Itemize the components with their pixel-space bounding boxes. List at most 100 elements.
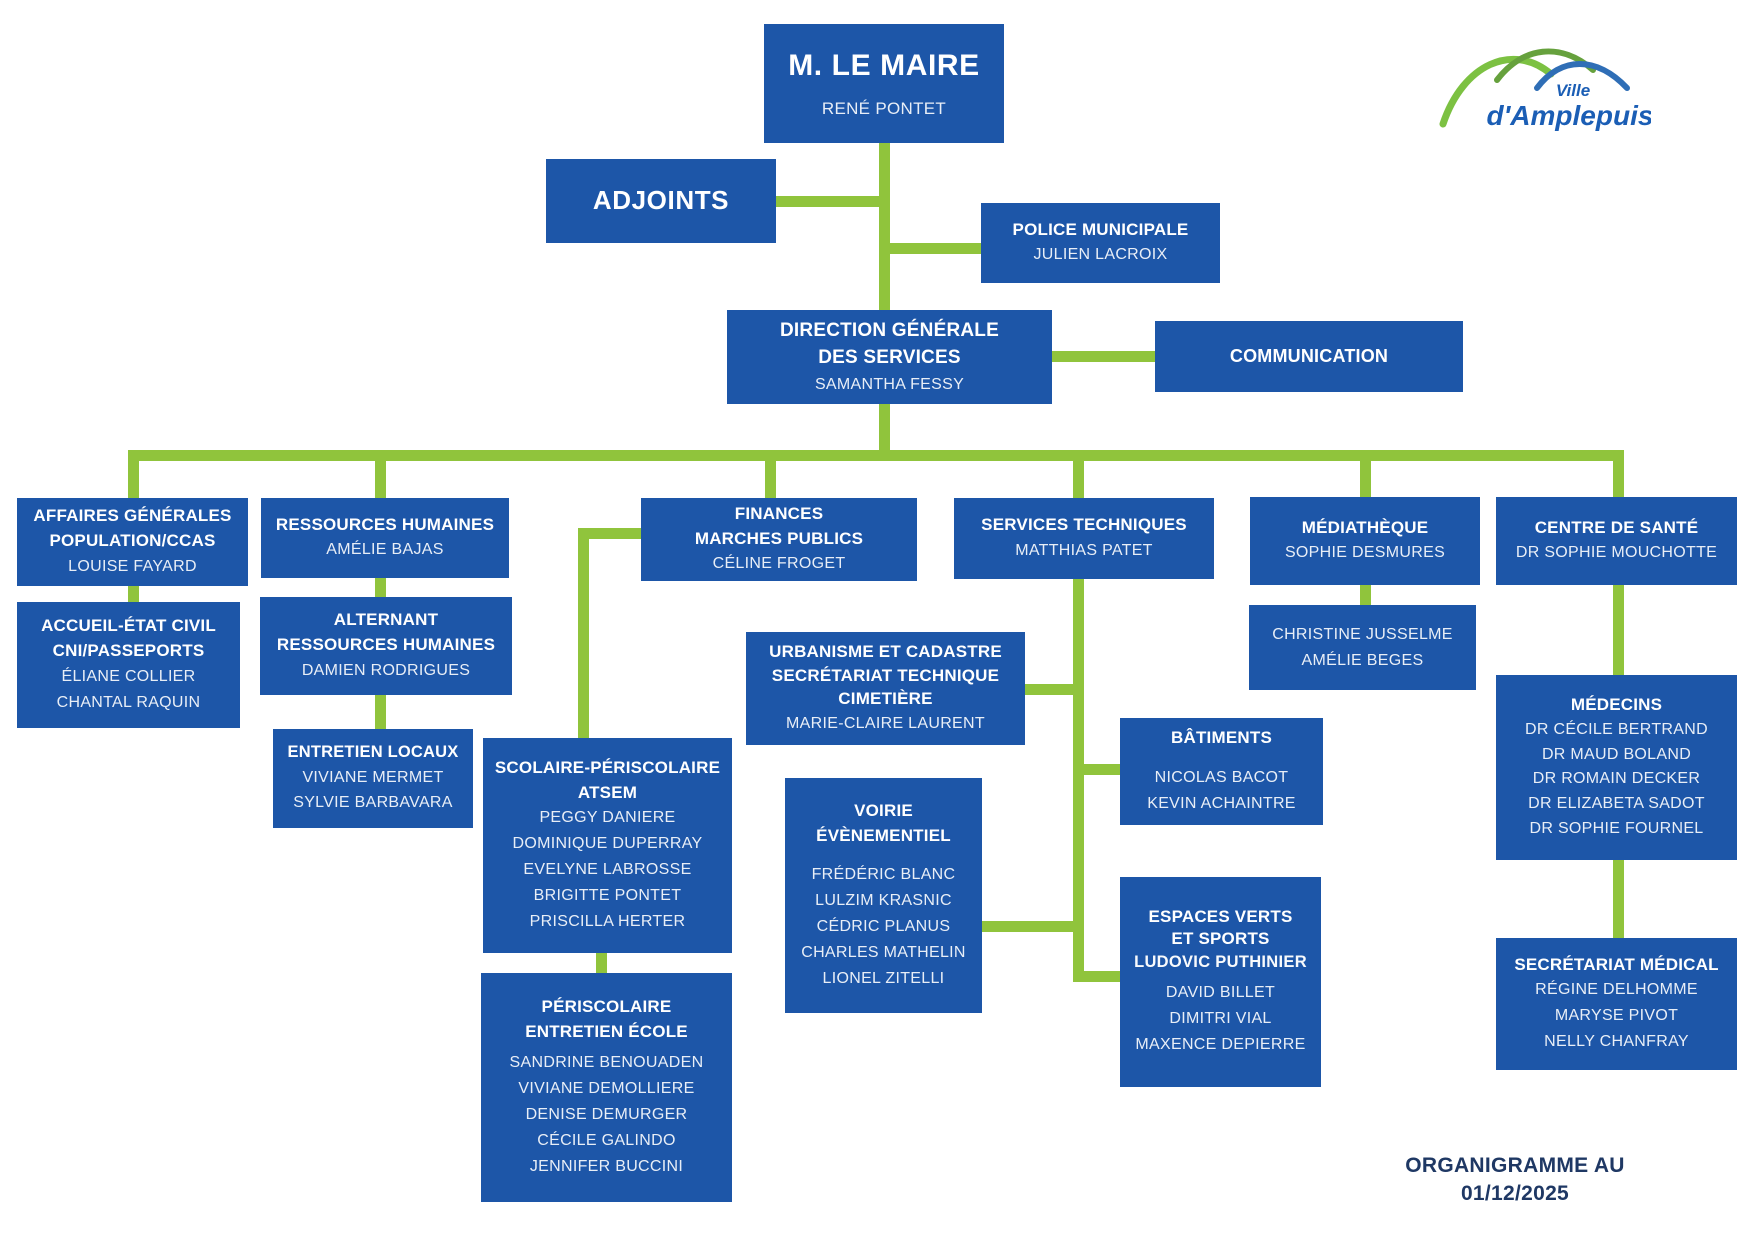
box-heading: MÉDIATHÈQUE	[1301, 517, 1429, 537]
connector-line	[982, 921, 1073, 932]
box-heading: CENTRE DE SANTÉ	[1534, 517, 1699, 537]
logo-text-ville: Ville	[1556, 81, 1590, 100]
connector-line	[776, 196, 879, 207]
connector-line	[879, 404, 890, 450]
city-logo: Ville d'Amplepuis	[1437, 30, 1653, 134]
connector-line	[578, 528, 589, 738]
org-date-label: ORGANIGRAMME AU 01/12/2025	[1375, 1152, 1655, 1209]
connector-line	[1613, 585, 1624, 675]
box-heading: ENTRETIEN LOCAUX	[287, 742, 459, 761]
logo-text-amplepuis: d'Amplepuis	[1487, 100, 1651, 131]
org-box-adjoints: ADJOINTS	[546, 159, 776, 243]
box-names: MARIE-CLAIRE LAURENT	[786, 715, 985, 733]
connector-line	[1360, 585, 1371, 605]
box-names: LOUISE FAYARD	[68, 557, 197, 575]
box-heading: COMMUNICATION	[1229, 346, 1389, 367]
connector-line	[1084, 764, 1120, 775]
connector-line	[375, 578, 386, 597]
connector-line	[1613, 461, 1624, 497]
box-names: JULIEN LACROIX	[1033, 246, 1168, 264]
connector-line	[128, 586, 139, 602]
org-box-services-techniques: SERVICES TECHNIQUES MATTHIAS PATET	[954, 498, 1214, 579]
org-date-line1: ORGANIGRAMME AU	[1405, 1154, 1625, 1177]
connector-line	[375, 695, 386, 729]
box-heading: RESSOURCES HUMAINES	[275, 514, 495, 534]
org-box-centre-de-sante: CENTRE DE SANTÉ DR SOPHIE MOUCHOTTE	[1496, 497, 1737, 585]
org-box-mediatheque: MÉDIATHÈQUE SOPHIE DESMURES	[1250, 497, 1480, 585]
connector-line	[128, 461, 139, 498]
connector-line	[578, 528, 641, 539]
box-names: RENÉ PONTET	[821, 99, 947, 119]
org-box-mayor: M. LE MAIRE RENÉ PONTET	[764, 24, 1004, 143]
box-names: SOPHIE DESMURES	[1284, 544, 1446, 562]
box-lead-name: LUDOVIC PUTHINIER	[1134, 952, 1307, 971]
box-names: SAMANTHA FESSY	[814, 375, 965, 393]
box-heading: POLICE MUNICIPALE	[1012, 219, 1189, 239]
connector-line	[879, 143, 890, 310]
box-names: DR SOPHIE MOUCHOTTE	[1515, 544, 1718, 562]
connector-line	[1360, 461, 1371, 497]
connector-line	[1025, 684, 1073, 695]
connector-line	[1613, 860, 1624, 938]
box-names: MATTHIAS PATET	[1015, 541, 1153, 559]
box-names: DAMIEN RODRIGUES	[301, 661, 471, 679]
box-heading: BÂTIMENTS	[1171, 728, 1272, 748]
connector-line	[128, 450, 1624, 461]
connector-line	[596, 953, 607, 973]
connector-line	[1052, 351, 1155, 362]
connector-line	[1084, 971, 1120, 982]
box-names: CÉLINE FROGET	[712, 555, 846, 573]
box-heading: SECRÉTARIAT MÉDICAL	[1514, 954, 1719, 974]
box-heading: SERVICES TECHNIQUES	[981, 515, 1187, 535]
box-heading: ADJOINTS	[592, 185, 730, 216]
connector-line	[375, 461, 386, 498]
org-box-communication: COMMUNICATION	[1155, 321, 1463, 392]
connector-line	[1073, 579, 1084, 982]
box-heading: M. LE MAIRE	[788, 48, 980, 82]
box-heading: MÉDECINS	[1570, 695, 1663, 715]
org-box-ressources-humaines: RESSOURCES HUMAINES AMÉLIE BAJAS	[261, 498, 509, 578]
org-box-police-municipale: POLICE MUNICIPALE JULIEN LACROIX	[981, 203, 1220, 283]
connector-line	[890, 243, 981, 254]
org-date-line2: 01/12/2025	[1460, 1182, 1570, 1206]
connector-line	[1073, 461, 1084, 498]
logo-hills-icon: Ville d'Amplepuis	[1439, 48, 1653, 131]
box-names: AMÉLIE BAJAS	[326, 541, 444, 559]
